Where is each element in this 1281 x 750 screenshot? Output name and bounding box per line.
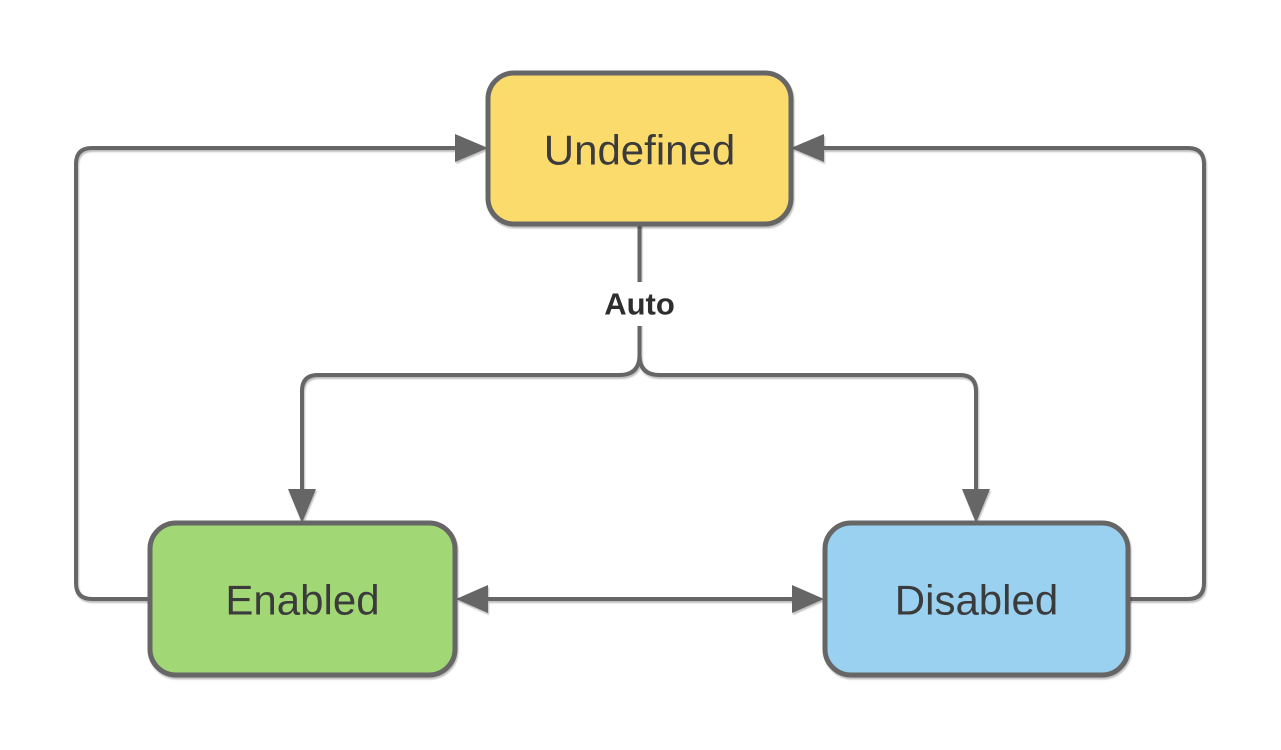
edge-disabled-to-undefined (823, 146, 1206, 601)
edge-undefined-to-enabled (300, 354, 642, 490)
edge-undefined-to-disabled (637, 354, 978, 490)
arrowhead-into-disabled-left-icon (792, 585, 824, 613)
node-disabled-label: Disabled (895, 577, 1058, 624)
auto-label: Auto (604, 287, 675, 322)
node-undefined-label: Undefined (544, 127, 735, 174)
auto-label-background (601, 282, 679, 326)
arrowhead-into-enabled-right-icon (456, 585, 488, 613)
node-undefined: Undefined (485, 70, 794, 227)
edges (74, 134, 1206, 613)
node-enabled-shape (147, 520, 458, 678)
node-enabled: Enabled (147, 520, 458, 678)
node-enabled-label: Enabled (225, 577, 379, 624)
arrowhead-into-undefined-right-icon (791, 134, 824, 162)
nodes: Undefined Enabled Disabled (147, 70, 1131, 678)
edge-label-auto-group: Auto (601, 282, 679, 326)
arrowhead-into-undefined-left-icon (455, 134, 488, 162)
node-undefined-shape (485, 70, 794, 227)
node-disabled-shape (822, 520, 1131, 678)
arrowhead-into-enabled-top-icon (288, 489, 316, 523)
arrowhead-into-disabled-top-icon (962, 489, 990, 523)
node-disabled: Disabled (822, 520, 1131, 678)
edge-enabled-to-undefined (74, 146, 456, 601)
